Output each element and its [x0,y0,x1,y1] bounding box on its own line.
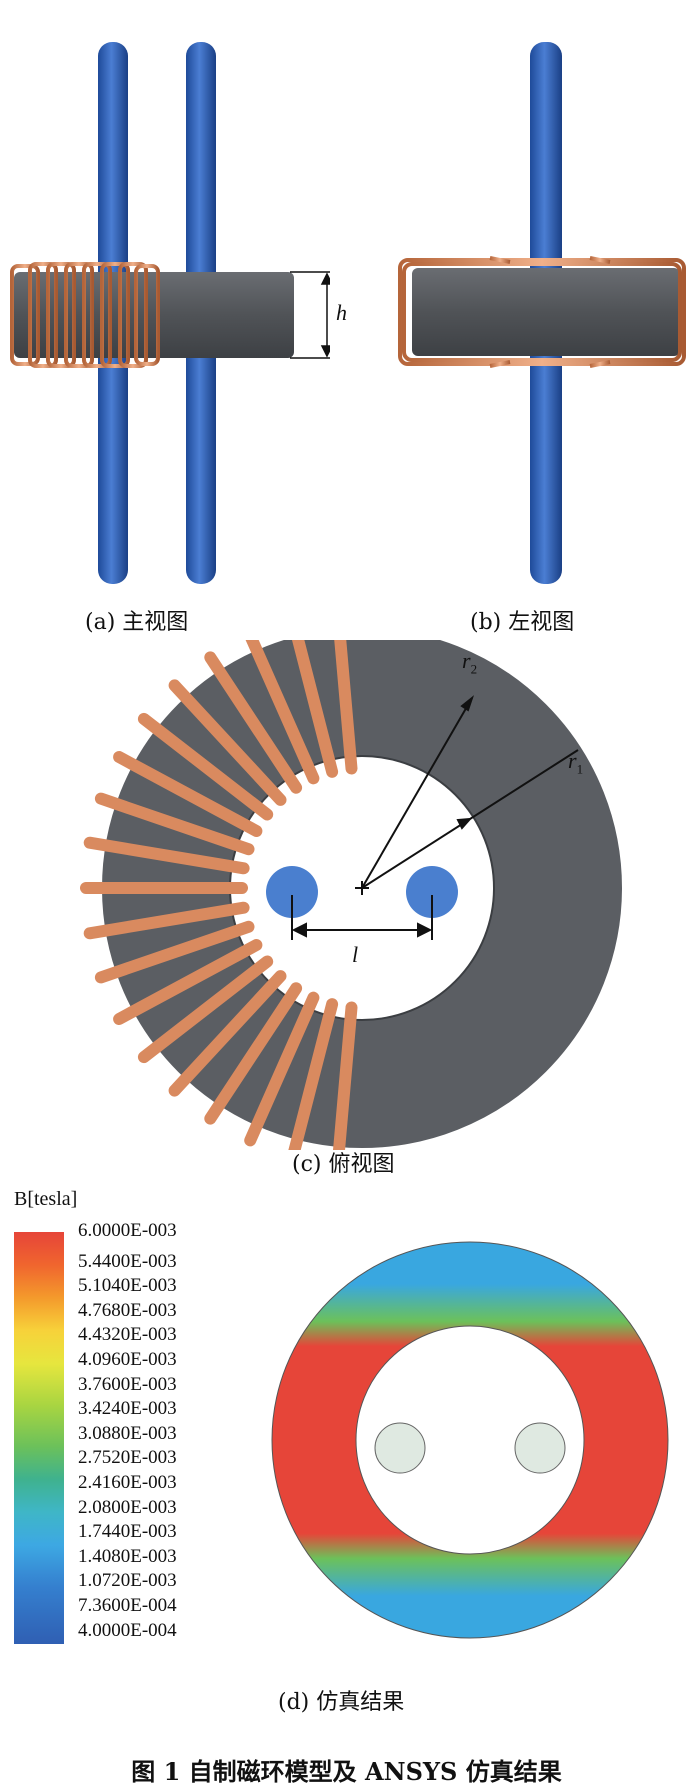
colorbar [14,1232,64,1644]
coil-turn [113,751,263,837]
legend-title: B[tesla] [14,1188,78,1210]
spacing-dimension [291,895,433,940]
legend-value: 2.0800E-003 [78,1496,177,1518]
coil-turn [94,920,255,984]
conductor-hole [266,866,318,918]
legend-value: 3.0880E-003 [78,1422,177,1444]
coil-turn [168,679,287,806]
coil-turn [137,955,274,1064]
legend-value: 4.0960E-003 [78,1349,177,1370]
coil-turn [137,712,274,821]
spacing-label: l [352,942,359,967]
coil-turn [333,1001,358,1150]
coil-turn [204,982,303,1125]
radius-arrows [355,695,579,895]
coil-turn [113,939,263,1025]
side-view-diagram [398,42,686,584]
figure-title: 图 1 自制磁环模型及 ANSYS 仿真结果 [131,1757,562,1786]
radius-label-r2: r2 [462,648,478,677]
radius-label-r1: r1 [568,748,584,777]
legend-value: 3.7600E-003 [78,1373,177,1395]
legend-value: 6.0000E-003 [78,1220,177,1241]
conductor-hole [374,1422,426,1474]
toroid-core [412,268,680,356]
front-view-diagram [10,42,330,584]
legend-value: 3.4240E-003 [78,1398,177,1420]
caption-simulation: (d) 仿真结果 [278,1690,405,1715]
coil-turn [168,970,287,1097]
legend-value: 2.7520E-003 [78,1447,177,1469]
caption-side-view: (b) 左视图 [470,610,575,635]
height-dimension [290,271,330,359]
legend-value: 5.4400E-003 [78,1250,177,1272]
legend-value: 4.4320E-003 [78,1324,177,1346]
caption-top-view: (c) 俯视图 [292,1152,395,1177]
coil-turn [244,991,320,1147]
caption-front-view: (a) 主视图 [85,610,189,635]
copper-winding [80,640,358,1150]
legend-value: 7.3600E-004 [78,1595,177,1616]
copper-winding [398,256,686,368]
copper-winding [10,262,160,368]
legend-value: 4.0000E-004 [78,1619,177,1641]
legend-value: 1.7440E-003 [78,1521,177,1543]
coil-turn [94,792,255,856]
coil-turn [83,836,250,875]
legend-value: 5.1040E-003 [78,1275,177,1297]
coil-turn [83,901,250,940]
legend-value: 1.0720E-003 [78,1570,177,1592]
conductor-hole [514,1422,566,1474]
legend-value: 1.4080E-003 [78,1545,177,1567]
legend-value: 4.7680E-003 [78,1299,177,1321]
coil-turn [291,640,339,778]
height-label: h [336,300,347,325]
coil-turn [204,651,303,794]
legend-value: 2.4160E-003 [78,1472,177,1493]
coil-turn [288,998,339,1150]
field-ring [272,1242,668,1638]
top-view-diagram [80,640,622,1150]
coil-turn [245,640,320,785]
simulation-ring [271,1241,669,1639]
conductor-hole [406,866,458,918]
coil-turn [334,640,358,775]
